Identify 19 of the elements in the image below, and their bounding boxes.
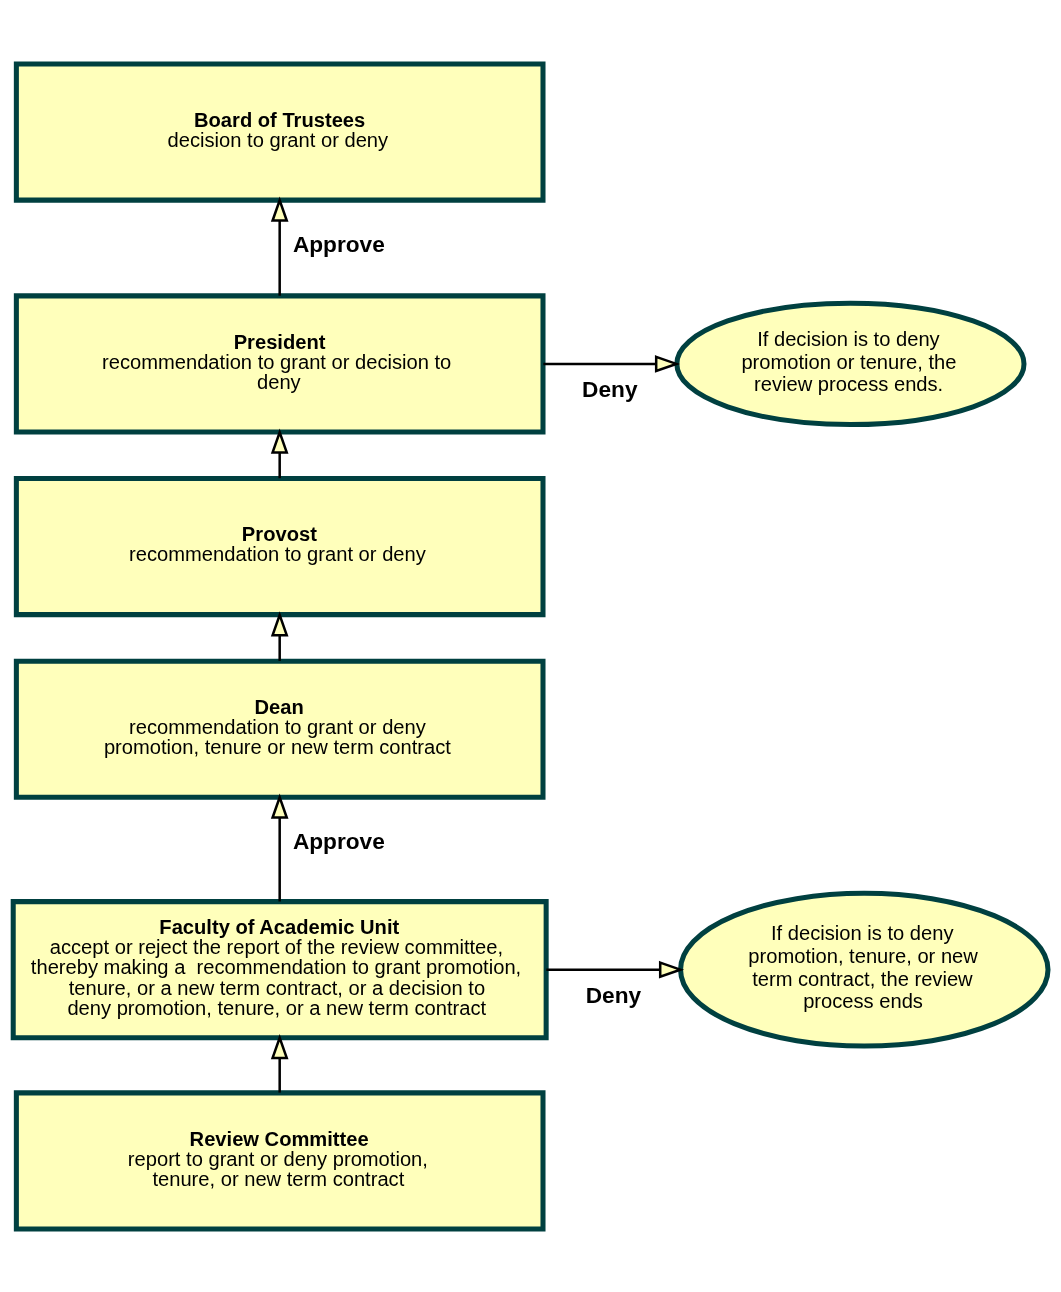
- node-box: Review Committee report to grant or deny promotion, tenure, or new term contract: [13, 1089, 546, 1231]
- edge-label: Approve: [292, 827, 385, 854]
- arrow: [270, 610, 289, 661]
- arrow: [546, 960, 685, 978]
- arrow: [270, 793, 289, 901]
- edge-label: Approve: [292, 230, 385, 257]
- edge-label: Deny: [582, 375, 638, 402]
- arrow: [543, 354, 681, 373]
- node-box: Board of Trustees decision to grant or deny: [13, 61, 546, 203]
- node-box: Faculty of Academic Unit accept or reject the report of the review committee, thereby making a recommendation to grant promotion, tenure, or a new term contract, or a decision to deny promotion, tenure, or a new term contract: [10, 898, 549, 1040]
- node-ellipse: If decision is to deny promotion, tenure, or new term contract, the review process ends: [678, 890, 1051, 1049]
- node-ellipse: If decision is to deny promotion or tenure, the review process ends.: [674, 300, 1027, 427]
- node-box: President recommendation to grant or decision to deny: [13, 292, 546, 434]
- node-box: Dean recommendation to grant or deny promotion, tenure or new term contract: [13, 658, 546, 800]
- arrow: [270, 427, 289, 478]
- arrow: [270, 1033, 289, 1093]
- edge-label: Deny: [585, 981, 642, 1008]
- arrow: [270, 196, 289, 296]
- node-box: Provost recommendation to grant or deny: [13, 475, 546, 617]
